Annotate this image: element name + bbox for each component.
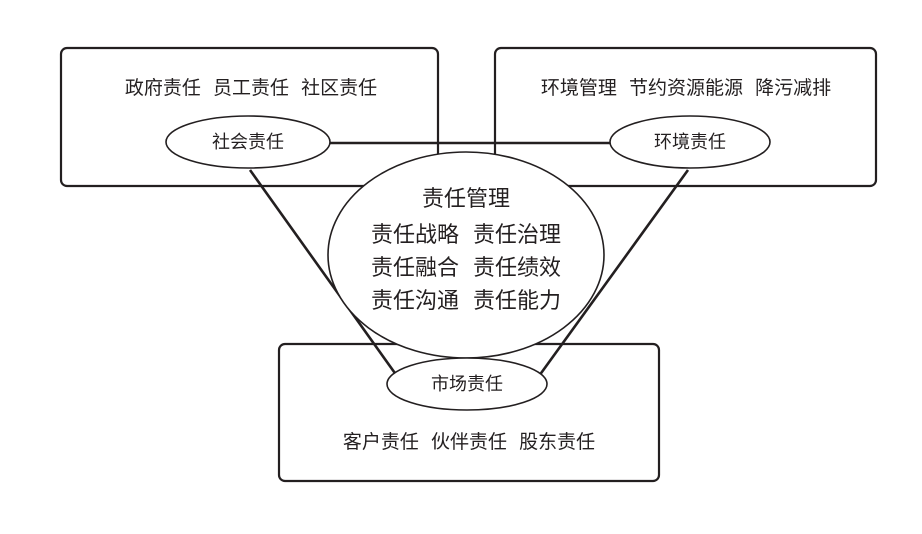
connector-social-market (248, 169, 399, 377)
environment-box-items: 环境管理 节约资源能源 降污减排 (541, 77, 831, 99)
center-row-2: 责任融合 责任绩效 (371, 256, 561, 281)
environment-responsibility-ellipse (609, 115, 771, 169)
center-title: 责任管理 (422, 187, 510, 212)
environment-responsibility-label: 环境责任 (654, 132, 726, 153)
market-responsibility-ellipse (386, 357, 548, 411)
social-box-items: 政府责任 员工责任 社区责任 (125, 77, 377, 99)
market-box-items: 客户责任 伙伴责任 股东责任 (343, 431, 595, 453)
responsibility-management-ellipse (327, 151, 605, 359)
market-responsibility-label: 市场责任 (431, 374, 503, 395)
center-row-3: 责任沟通 责任能力 (371, 289, 561, 314)
center-row-1: 责任战略 责任治理 (371, 223, 561, 248)
social-responsibility-ellipse (165, 115, 331, 169)
connector-environment-market (537, 169, 690, 377)
social-responsibility-label: 社会责任 (212, 132, 284, 153)
